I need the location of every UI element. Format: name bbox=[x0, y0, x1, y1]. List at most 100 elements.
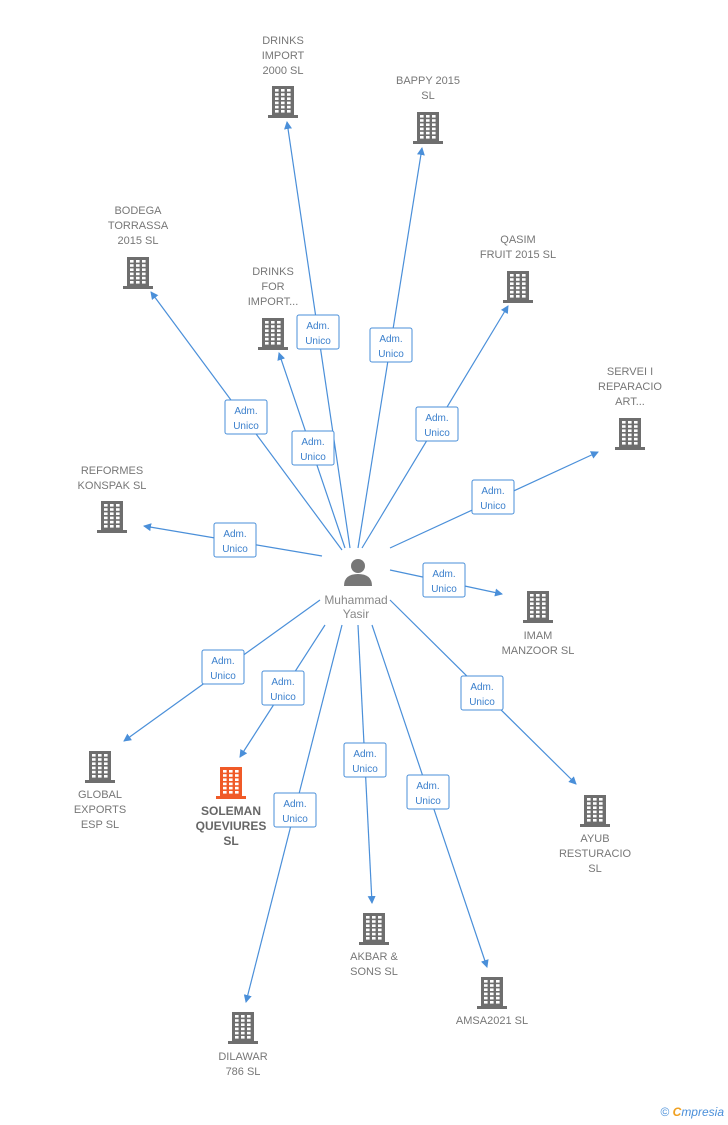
relation-badge[interactable]: Adm. Unico bbox=[460, 675, 504, 711]
building-icon bbox=[123, 257, 153, 289]
relation-label: Adm. bbox=[425, 413, 448, 424]
relation-badge[interactable]: Adm. Unico bbox=[273, 792, 317, 828]
relation-label: Adm. bbox=[481, 486, 504, 497]
relation-badge[interactable]: Adm.Unico bbox=[291, 430, 335, 466]
company-node-drinks-for-import[interactable]: DRINKS FOR IMPORT... bbox=[248, 266, 299, 350]
relation-label: Unico bbox=[210, 671, 236, 682]
building-icon bbox=[477, 977, 507, 1009]
company-label: RESTURACIO bbox=[559, 848, 632, 860]
company-label: AKBAR & bbox=[350, 951, 398, 963]
company-label: ESP SL bbox=[81, 819, 119, 831]
relation-badge[interactable]: Adm.Unico bbox=[471, 479, 515, 515]
relation-label: Adm. bbox=[416, 781, 439, 792]
company-label: SERVEI I bbox=[607, 366, 653, 378]
person-name: Yasir bbox=[343, 607, 369, 621]
company-label: 2000 SL bbox=[263, 65, 304, 77]
company-node-servei-reparacio[interactable]: SERVEI IREPARACIOART... bbox=[598, 366, 662, 450]
relation-label: Adm. bbox=[271, 677, 294, 688]
company-label: AYUB bbox=[580, 833, 609, 845]
building-icon bbox=[359, 913, 389, 945]
company-label: IMAM bbox=[524, 630, 553, 642]
company-label: QUEVIURES bbox=[196, 819, 267, 833]
company-node-dilawar-786[interactable]: DILAWAR 786 SL bbox=[218, 1012, 268, 1078]
relation-badge[interactable]: Adm. Unico bbox=[261, 670, 305, 706]
company-label: SL bbox=[588, 863, 601, 875]
relation-badge[interactable]: Adm. Unico bbox=[224, 399, 268, 435]
relation-label: Unico bbox=[378, 349, 404, 360]
relation-label: Unico bbox=[282, 814, 308, 825]
relation-badge[interactable]: Adm. Unico bbox=[406, 774, 450, 810]
relation-label: Adm. bbox=[223, 529, 246, 540]
company-node-ayub-resturacio[interactable]: AYUB RESTURACIO SL bbox=[559, 795, 632, 875]
building-icon bbox=[503, 271, 533, 303]
building-icon bbox=[228, 1012, 258, 1044]
company-node-amsa2021[interactable]: AMSA2021 SL bbox=[456, 977, 528, 1027]
company-label: BAPPY 2015 bbox=[396, 75, 460, 87]
company-label: QASIM bbox=[500, 234, 535, 246]
relation-badge[interactable]: Adm. Unico bbox=[343, 742, 387, 778]
brand-logo-text: mpresia bbox=[681, 1105, 724, 1119]
relation-label: Unico bbox=[415, 796, 441, 807]
relation-badge[interactable]: Adm.Unico bbox=[296, 314, 340, 350]
company-node-global-exports[interactable]: GLOBAL EXPORTS ESP SL bbox=[74, 751, 126, 831]
relation-label: Adm. bbox=[353, 749, 376, 760]
relation-label: Unico bbox=[305, 336, 331, 347]
company-label: IMPORT bbox=[262, 50, 305, 62]
relation-label: Adm. bbox=[432, 569, 455, 580]
relation-badge[interactable]: Adm.Unico bbox=[213, 522, 257, 558]
company-label: FOR bbox=[261, 281, 284, 293]
building-icon bbox=[615, 418, 645, 450]
building-icon bbox=[580, 795, 610, 827]
relation-label: Unico bbox=[270, 692, 296, 703]
company-label: GLOBAL bbox=[78, 789, 122, 801]
relation-label: Adm. bbox=[234, 406, 257, 417]
relation-badge[interactable]: Adm. Unico bbox=[422, 562, 466, 598]
building-icon bbox=[413, 112, 443, 144]
relation-label: Adm. bbox=[470, 682, 493, 693]
company-label: AMSA2021 SL bbox=[456, 1015, 528, 1027]
brand-logo-initial: C bbox=[672, 1105, 682, 1119]
company-label: SL bbox=[421, 90, 434, 102]
company-label: KONSPAK SL bbox=[78, 480, 147, 492]
company-node-reformes-konspak[interactable]: REFORMES KONSPAK SL bbox=[78, 465, 147, 533]
company-label: DILAWAR bbox=[218, 1051, 267, 1063]
relation-label: Adm. bbox=[211, 656, 234, 667]
company-label: 786 SL bbox=[226, 1066, 261, 1078]
building-icon bbox=[258, 318, 288, 350]
relation-label: Adm. bbox=[301, 437, 324, 448]
building-icon bbox=[85, 751, 115, 783]
company-label: REFORMES bbox=[81, 465, 143, 477]
company-label: IMPORT... bbox=[248, 296, 299, 308]
building-icon bbox=[97, 501, 127, 533]
company-node-drinks-import-2000[interactable]: DRINKS IMPORT 2000 SL bbox=[262, 35, 305, 118]
relation-label: Unico bbox=[352, 764, 378, 775]
company-label: FRUIT 2015 SL bbox=[480, 249, 556, 261]
company-label: SONS SL bbox=[350, 966, 398, 978]
company-label: REPARACIO bbox=[598, 381, 662, 393]
company-label: DRINKS bbox=[262, 35, 304, 47]
company-label: 2015 SL bbox=[118, 235, 159, 247]
company-node-qasim-fruit[interactable]: QASIM FRUIT 2015 SL bbox=[480, 234, 556, 303]
footer-brand[interactable]: © Cmpresia bbox=[660, 1105, 724, 1119]
relation-label: Unico bbox=[424, 428, 450, 439]
building-icon bbox=[523, 591, 553, 623]
relation-badge[interactable]: Adm. Unico bbox=[201, 649, 245, 685]
company-label: TORRASSA bbox=[108, 220, 169, 232]
relation-label: Adm. bbox=[379, 334, 402, 345]
relation-label: Adm. bbox=[283, 799, 306, 810]
relation-badge[interactable]: Adm. Unico bbox=[415, 406, 459, 442]
relation-label: Unico bbox=[233, 421, 259, 432]
company-label: SL bbox=[223, 834, 238, 848]
copyright-icon: © bbox=[660, 1105, 670, 1119]
relation-label: Unico bbox=[431, 584, 457, 595]
relation-label: Unico bbox=[469, 697, 495, 708]
company-label: EXPORTS bbox=[74, 804, 126, 816]
company-node-akbar-sons[interactable]: AKBAR & SONS SL bbox=[350, 913, 399, 978]
relation-badge[interactable]: Adm. Unico bbox=[369, 327, 413, 363]
company-label: DRINKS bbox=[252, 266, 294, 278]
